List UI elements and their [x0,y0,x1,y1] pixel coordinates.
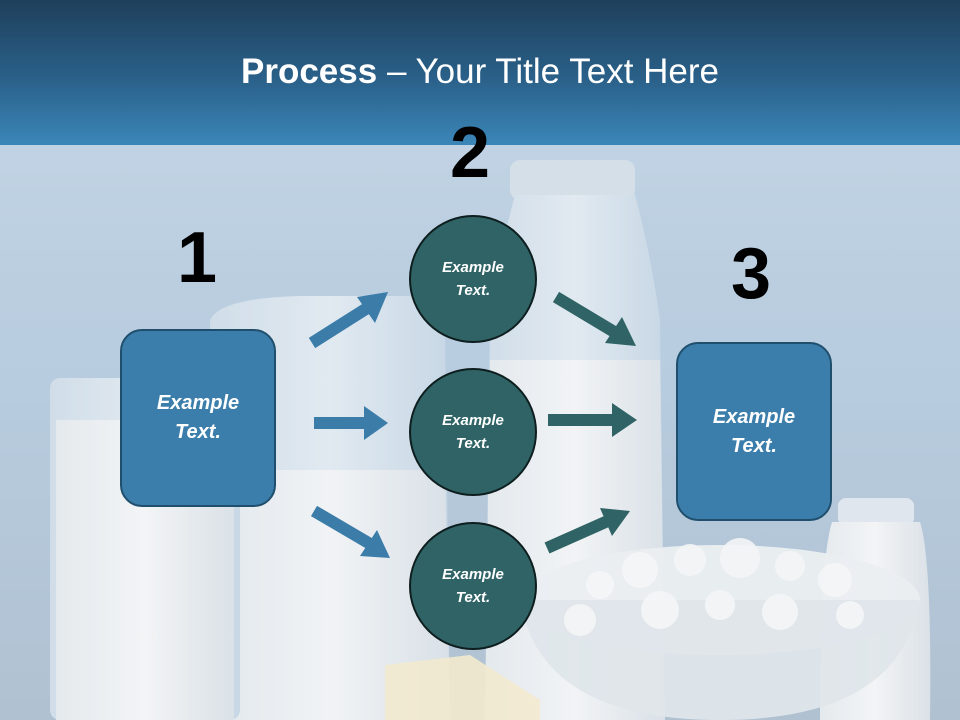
circle-label: Example Text. [442,411,504,452]
step-3-box[interactable]: Example Text. [676,342,832,521]
step-number-1: 1 [177,218,218,298]
title-strong: Process [241,52,378,91]
title-bar: Process – Your Title Text Here [0,0,960,145]
arrow-up-right-1 [308,292,388,349]
step-3-box-label: Example Text. [712,405,796,457]
title-rest: – Your Title Text Here [377,52,719,91]
step-1-box[interactable]: Example Text. [120,329,276,507]
step-number-2: 2 [450,113,491,193]
arrow-down-right-2 [552,291,636,346]
step-2-circle-middle[interactable]: Example Text. [409,368,537,496]
step-2-circle-top[interactable]: Example Text. [409,215,537,343]
step-2-circle-bottom[interactable]: Example Text. [409,522,537,650]
step-number-3: 3 [731,234,772,314]
arrow-down-right-1 [310,505,390,558]
arrow-up-right-2 [544,508,630,554]
page-title: Process – Your Title Text Here [0,52,960,92]
step-1-box-label: Example Text. [156,392,240,443]
circle-label: Example Text. [442,565,504,606]
arrow-right-1 [314,406,388,440]
arrow-right-2 [548,403,637,437]
circle-label: Example Text. [442,258,504,299]
